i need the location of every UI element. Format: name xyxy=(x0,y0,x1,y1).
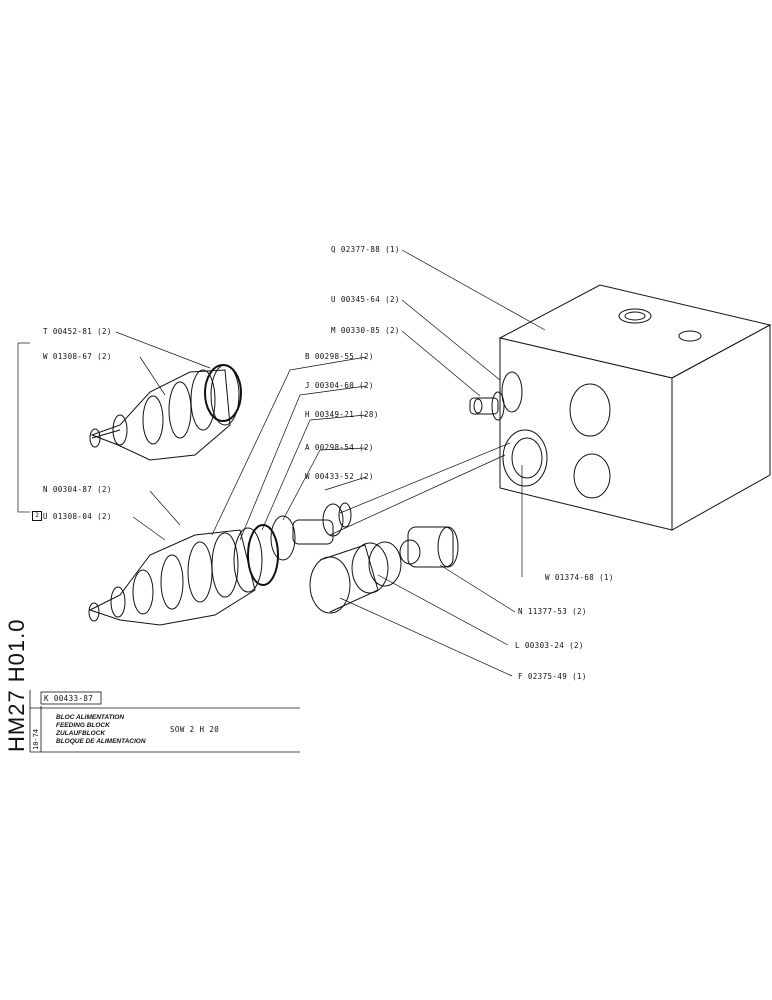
part-label-j: J 00304-60 (2) xyxy=(305,381,374,390)
fitting-m xyxy=(469,371,523,421)
part-label-u2: U 01308-04 (2) xyxy=(43,512,112,521)
part-label-t: T 00452-81 (2) xyxy=(43,327,112,336)
part-label-w2: W 00433-52 (2) xyxy=(305,472,374,481)
part-label-u: U 00345-64 (2) xyxy=(331,295,400,304)
piston-group xyxy=(309,526,459,614)
leader-lines xyxy=(17,249,546,677)
upper-cartridge xyxy=(89,364,242,461)
title-block-frame xyxy=(29,690,300,753)
part-label-f: F 02375-49 (1) xyxy=(518,672,587,681)
part-label-q: Q 02377-88 (1) xyxy=(331,245,400,254)
model-code: SOW 2 H 20 xyxy=(170,725,220,734)
part-label-n2: N 11377-53 (2) xyxy=(518,607,587,616)
part-label-l: L 00303-24 (2) xyxy=(515,641,584,650)
kit-marker-box: 2 xyxy=(32,511,42,521)
part-label-w1: W 01308-67 (2) xyxy=(43,352,112,361)
sheet-date-code: 10-74 xyxy=(32,728,40,750)
part-label-n1: N 00304-87 (2) xyxy=(43,485,112,494)
part-label-h: H 00349-21 (28) xyxy=(305,410,379,419)
feeding-block xyxy=(498,284,772,531)
title-de: ZULAUFBLOCK xyxy=(56,730,106,737)
sheet-vertical-code: HM27 H01.0 xyxy=(4,618,29,752)
part-label-b: B 00298-55 (2) xyxy=(305,352,374,361)
doc-code: K 00433-87 xyxy=(44,694,94,703)
title-fr: BLOC ALIMENTATION xyxy=(56,714,125,721)
lower-cartridge xyxy=(88,502,352,626)
title-en: FEEDING BLOCK xyxy=(56,722,110,729)
part-label-m: M 00330-85 (2) xyxy=(331,326,400,335)
part-label-a: A 00298-54 (2) xyxy=(305,443,374,452)
part-label-w3: W 01374-68 (1) xyxy=(545,573,614,582)
title-es: BLOQUE DE ALIMENTACION xyxy=(56,738,146,745)
